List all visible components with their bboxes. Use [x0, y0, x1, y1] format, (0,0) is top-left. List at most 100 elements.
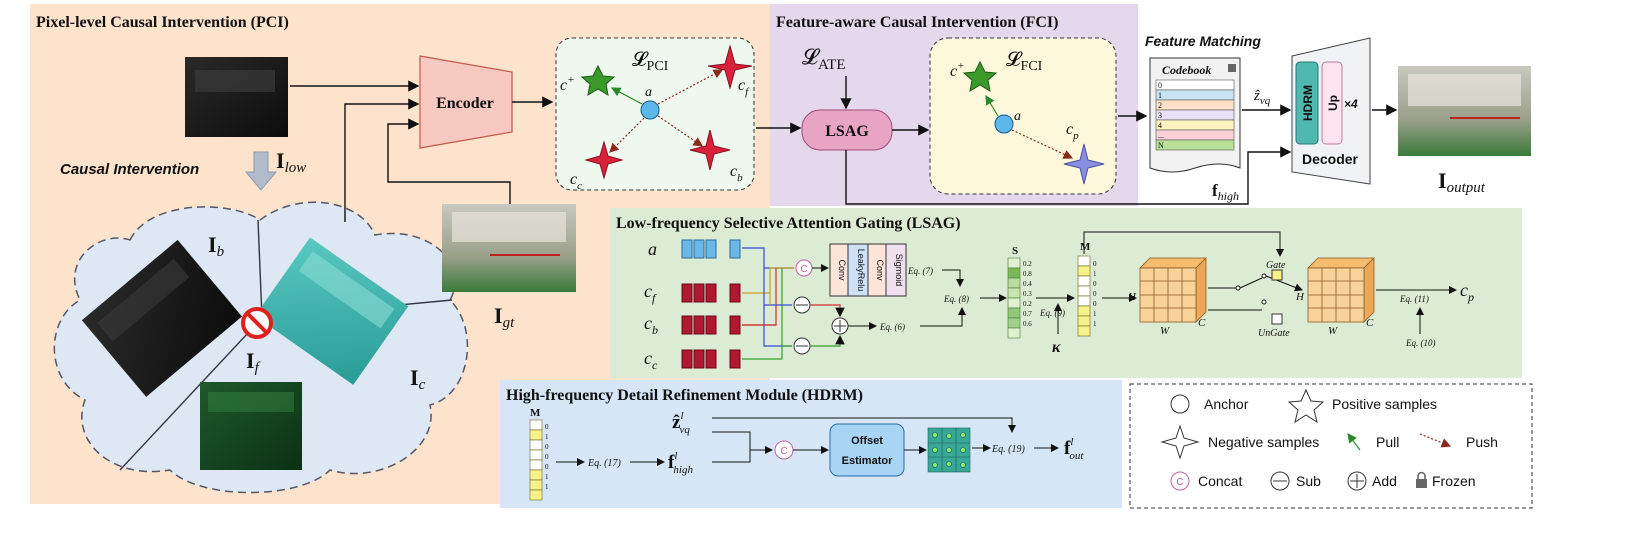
- codebook-row-5: ...: [1158, 131, 1164, 140]
- eq7-label: Eq. (7): [907, 266, 933, 276]
- s-vector: [1007, 257, 1021, 339]
- m-vector-label: M: [1080, 241, 1091, 253]
- svg-text:C: C: [780, 446, 787, 457]
- pci-cb-label: cb: [730, 163, 743, 184]
- encoder-label: Encoder: [436, 95, 494, 112]
- l-ate-label: 𝓛ATE: [802, 44, 846, 73]
- cube1-h: H: [1127, 291, 1137, 303]
- hdrm-m-value-4: 0: [545, 463, 549, 471]
- conv1-label: Conv: [837, 259, 847, 281]
- m-value-4: 0: [1093, 300, 1097, 308]
- codebook-row-6: N: [1158, 141, 1164, 150]
- f-high-label: fhigh: [1212, 181, 1239, 203]
- igt-label: Igt: [494, 303, 515, 331]
- fci-anchor: [994, 114, 1014, 134]
- offset-estimator-block: [829, 423, 905, 477]
- pci-title: Pixel-level Causal Intervention (PCI): [36, 14, 289, 31]
- up-block: [1321, 61, 1343, 145]
- conv2-label: Conv: [875, 259, 885, 281]
- leakyrelu-label: LeakyRelu: [856, 249, 866, 292]
- m-value-5: 1: [1093, 310, 1097, 318]
- cube2-c: C: [1366, 317, 1374, 329]
- legend-positive: Positive samples: [1332, 396, 1437, 412]
- codebook-rows: [1155, 79, 1235, 151]
- s-value-3: 0.3: [1023, 290, 1032, 298]
- eq19-label: Eq. (19): [991, 444, 1025, 455]
- ib-label: Ib: [208, 232, 225, 260]
- prohibition-icon: [241, 307, 273, 339]
- hdrm-m-value-1: 1: [545, 433, 549, 441]
- m-value-3: 0: [1093, 290, 1097, 298]
- l-pci-label: 𝓛PCI: [632, 49, 669, 74]
- eq9-label: Eq. (9): [1039, 308, 1065, 318]
- feature-cube-1: [1139, 257, 1207, 323]
- lsag-node-label: LSAG: [825, 123, 869, 140]
- pci-neg-cc: [584, 140, 624, 180]
- offset-grid: [927, 427, 971, 473]
- legend-concat-icon: [1170, 471, 1190, 491]
- s-vector-label: S: [1012, 245, 1018, 257]
- lsag-cf-tokens: [681, 283, 741, 303]
- lsag-anchor-tokens: [681, 239, 741, 259]
- decoder-label: Decoder: [1302, 151, 1359, 167]
- eq10-label: Eq. (10): [1405, 338, 1436, 348]
- legend-sub: Sub: [1296, 473, 1321, 489]
- codebook-row-1: 1: [1158, 91, 1162, 100]
- i-output-label: Ioutput: [1438, 168, 1486, 196]
- hdrm-block-label: HDRM: [1301, 85, 1315, 121]
- codebook-label: Codebook: [1162, 63, 1211, 77]
- ib-image: [81, 239, 242, 397]
- ungate-box: [1271, 313, 1283, 325]
- ic-label: Ic: [410, 365, 426, 393]
- hdrm-m-value-0: 0: [545, 423, 549, 431]
- legend-positive-icon: [1287, 388, 1325, 424]
- pci-neg-cf: [707, 44, 753, 90]
- gate-box: [1271, 269, 1283, 281]
- hdrm-block: [1295, 61, 1319, 145]
- pci-cf-label: cf: [738, 77, 750, 98]
- legend-panel: [1129, 383, 1533, 509]
- cube1-c: C: [1198, 317, 1206, 329]
- lsag-cc-tokens: [681, 349, 741, 369]
- m-value-6: 1: [1093, 320, 1097, 328]
- pci-c-plus: c+: [560, 74, 575, 94]
- estimator-label: Estimator: [842, 455, 893, 467]
- legend-anchor-icon: [1170, 394, 1190, 414]
- ungate-label: UnGate: [1258, 328, 1290, 339]
- lsag-a-label: a: [648, 239, 657, 259]
- hdrm-m-value-5: 1: [545, 473, 549, 481]
- legend-add: Add: [1372, 473, 1397, 489]
- s-value-0: 0.2: [1023, 260, 1032, 268]
- frozen-lock-icon: [1228, 64, 1236, 72]
- if-label: If: [246, 348, 261, 376]
- cube2-h: H: [1295, 291, 1305, 303]
- fci-cp-label: cp: [1066, 121, 1079, 142]
- hdrm-m-vector: [529, 419, 543, 501]
- svg-text:C: C: [1176, 477, 1183, 488]
- legend-anchor: Anchor: [1204, 396, 1249, 412]
- feature-cube-2: [1307, 257, 1375, 323]
- hdrm-panel: [500, 380, 1122, 508]
- codebook-row-0: 0: [1158, 81, 1162, 90]
- hdrm-m-value-3: 0: [545, 453, 549, 461]
- codebook-row-2: 2: [1158, 101, 1162, 110]
- hdrm-m-label: M: [530, 407, 541, 419]
- m-vector: [1077, 255, 1091, 337]
- fci-a-label: a: [1014, 109, 1021, 124]
- m-value-2: 0: [1093, 280, 1097, 288]
- kappa-label: κ: [1052, 339, 1061, 356]
- s-value-6: 0.6: [1023, 320, 1032, 328]
- legend-push: Push: [1466, 434, 1498, 450]
- sigmoid-label: Sigmoid: [894, 254, 904, 287]
- feature-matching-title: Feature Matching: [1145, 33, 1261, 49]
- lsag-cf-label: cf: [644, 281, 657, 305]
- lsag-cc-label: cc: [644, 348, 658, 372]
- cube2-w: W: [1328, 325, 1338, 337]
- legend-lock-icon: [1416, 471, 1427, 488]
- lsag-title: Low-frequency Selective Attention Gating…: [616, 215, 961, 232]
- pci-cc-label: cc: [570, 171, 582, 192]
